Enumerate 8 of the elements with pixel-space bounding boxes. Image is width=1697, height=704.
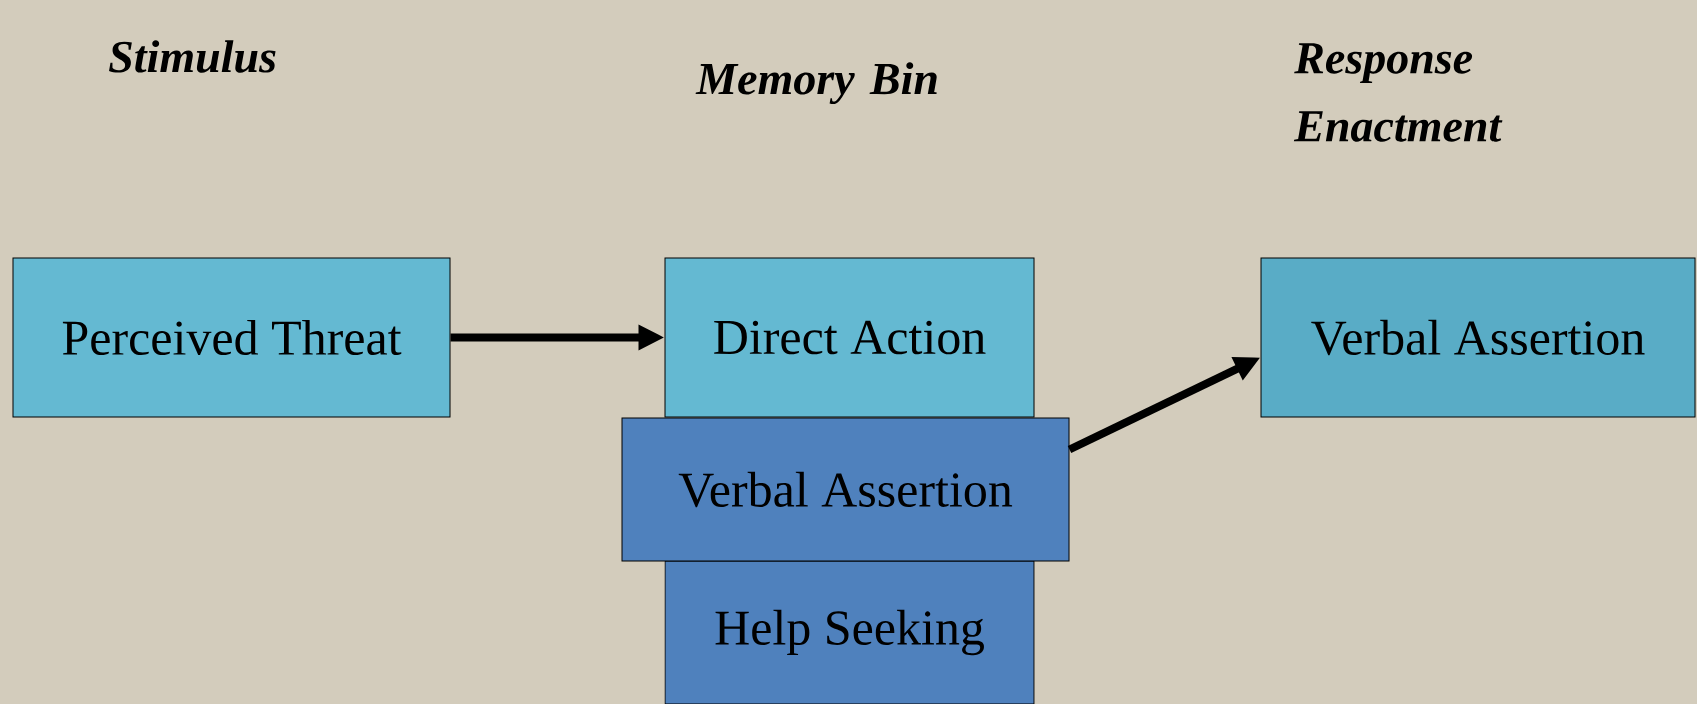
- heading: Stimulus: [109, 40, 276, 73]
- heading: Response Enactment: [1293, 43, 1503, 142]
- process-box: Perceived Threat: [12, 257, 451, 418]
- process-box: Help Seeking: [664, 560, 1035, 704]
- process-box: Direct Action: [664, 257, 1035, 418]
- process-box: Verbal Assertion: [1260, 257, 1696, 418]
- heading: Memory Bin: [695, 62, 937, 105]
- process-box: Verbal Assertion: [621, 417, 1070, 562]
